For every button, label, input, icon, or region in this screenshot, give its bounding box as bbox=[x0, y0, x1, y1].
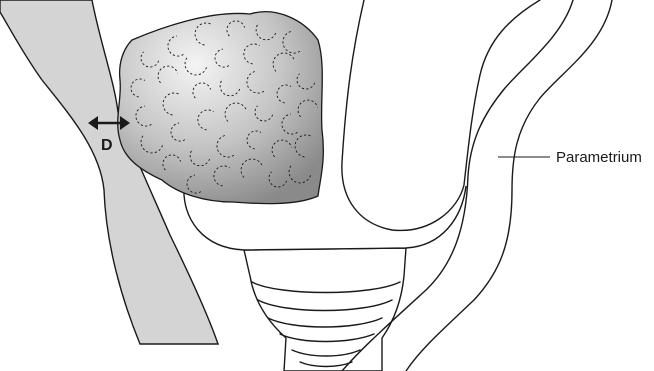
parametrium-outer-line bbox=[406, 0, 612, 371]
parametrium-label: Parametrium bbox=[556, 149, 642, 166]
lower-organ-outline bbox=[244, 248, 406, 371]
tumor-mass bbox=[118, 12, 324, 204]
distance-label: D bbox=[101, 137, 113, 154]
